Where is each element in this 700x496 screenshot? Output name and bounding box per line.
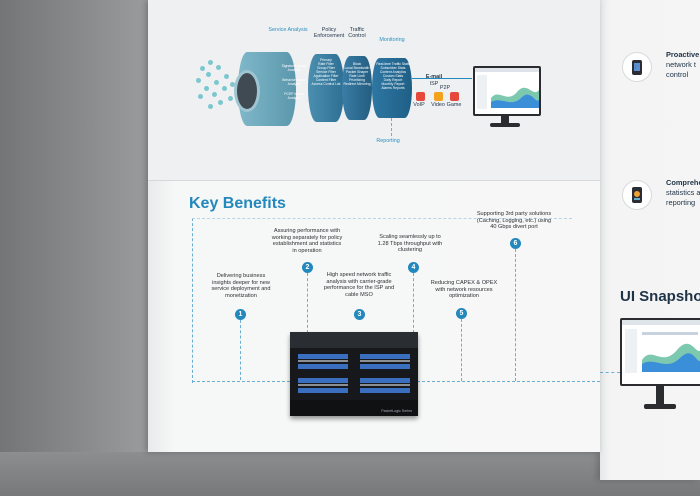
connector-line bbox=[600, 372, 620, 373]
brochure-page: Service Analysis Policy Enforcement Traf… bbox=[148, 0, 600, 452]
dash-base bbox=[490, 123, 520, 127]
snapshot-monitor bbox=[620, 318, 700, 386]
dash-stand bbox=[501, 114, 509, 124]
statistics-icon bbox=[622, 180, 652, 210]
policy-cylinder bbox=[308, 54, 344, 122]
ui-snapshot-title: UI Snapsho bbox=[620, 288, 700, 305]
benefit-3-badge: 3 bbox=[354, 309, 365, 320]
output-line bbox=[412, 78, 472, 79]
output-game-label: Game bbox=[446, 102, 462, 108]
benefit-2-badge: 2 bbox=[302, 262, 313, 273]
benefit-2-text: Assuring performance with working separa… bbox=[271, 228, 343, 254]
benefit-4-text: Scaling seamlessly up to 1.28 Tbps throu… bbox=[377, 234, 443, 254]
label-monitoring: Monitoring bbox=[379, 37, 405, 43]
analysis-items: Signature based Analysis Behavior based … bbox=[281, 64, 307, 100]
monitor-base bbox=[644, 404, 676, 409]
monitor-stand bbox=[656, 384, 664, 406]
monitoring-cylinder bbox=[372, 58, 412, 118]
benefit-4-badge: 4 bbox=[408, 262, 419, 273]
top-guide bbox=[192, 218, 572, 219]
key-benefits-title: Key Benefits bbox=[189, 195, 286, 212]
benefit-1-line bbox=[240, 320, 241, 380]
output-p2p-label: P2P bbox=[439, 85, 451, 91]
benefit-5-text: Reducing CAPEX & OPEX with network resou… bbox=[430, 280, 498, 300]
control-cylinder bbox=[342, 56, 372, 120]
device-label: PacketLogic Series bbox=[381, 409, 412, 413]
control-icon bbox=[622, 52, 652, 82]
benefit-6-badge: 6 bbox=[510, 238, 521, 249]
desk-bottom bbox=[0, 452, 700, 496]
benefit-6-line bbox=[515, 249, 516, 381]
label-traffic-control: Traffic Control bbox=[348, 27, 366, 40]
hardware-appliance: PacketLogic Series bbox=[290, 332, 418, 416]
reporting-line bbox=[391, 118, 392, 136]
benefit-4-line bbox=[413, 273, 414, 333]
label-policy-enforcement: Policy Enforcement bbox=[313, 27, 345, 40]
label-reporting: Reporting bbox=[376, 138, 400, 144]
dashboard-monitor bbox=[473, 66, 541, 116]
voip-icon bbox=[416, 92, 425, 101]
benefits-axis bbox=[192, 218, 193, 383]
video-icon bbox=[434, 92, 443, 101]
output-voip-label: VoIP bbox=[413, 102, 425, 108]
label-service-analysis: Service Analysis bbox=[268, 27, 308, 33]
desk-shadow bbox=[0, 0, 150, 496]
benefit-1-badge: 1 bbox=[235, 309, 246, 320]
inlet-port bbox=[234, 70, 260, 112]
benefit-3-text: High speed network traffic analysis with… bbox=[323, 272, 395, 298]
benefit-5-badge: 5 bbox=[456, 308, 467, 319]
output-isp: ISP bbox=[429, 81, 439, 87]
benefit-5-line bbox=[461, 319, 462, 381]
game-icon bbox=[450, 92, 459, 101]
output-email: E-mail bbox=[425, 74, 443, 80]
benefit-2-line bbox=[307, 273, 308, 333]
divider bbox=[148, 180, 600, 181]
benefit-1-text: Delivering business insights deeper for … bbox=[211, 273, 271, 299]
benefit-6-text: Supporting 3rd party solutions (Caching,… bbox=[476, 211, 552, 231]
output-video-label: Video bbox=[431, 102, 445, 108]
